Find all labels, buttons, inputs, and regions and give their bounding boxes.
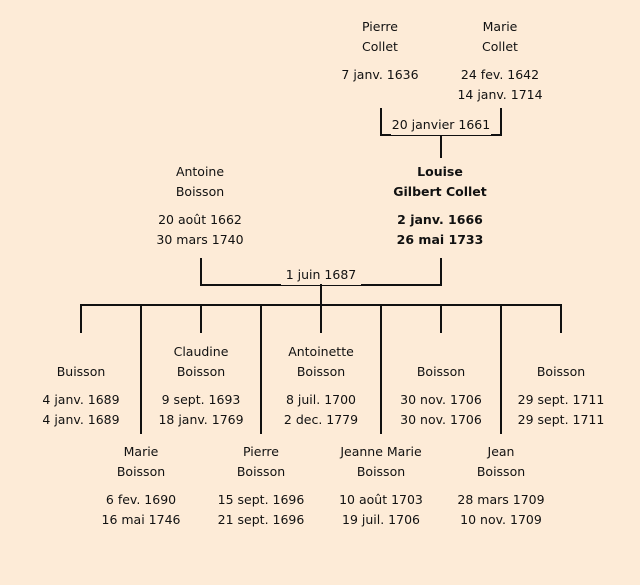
last-name: Boisson <box>476 464 526 479</box>
last-name: Boisson <box>416 364 466 379</box>
birth-date: 29 sept. 1711 <box>517 392 605 407</box>
death-date: 16 mai 1746 <box>101 512 181 527</box>
birth-date: 9 sept. 1693 <box>161 392 241 407</box>
last-name: Boisson <box>356 464 406 479</box>
first-name: Pierre <box>362 19 398 34</box>
birth-date: 6 fev. 1690 <box>105 492 177 507</box>
birth-date: 30 nov. 1706 <box>400 392 482 407</box>
person-louise-gilbert-collet[interactable]: Louise Gilbert Collet 2 janv. 1666 26 ma… <box>375 162 505 250</box>
last-name: Boisson <box>536 364 586 379</box>
parents-marriage-date: 1 juin 1687 <box>281 265 361 285</box>
last-name: Boisson <box>116 464 166 479</box>
death-date: 29 sept. 1711 <box>517 412 605 427</box>
death-date: 14 janv. 1714 <box>457 87 543 102</box>
first-name: Antoine <box>175 164 225 179</box>
death-date <box>315 85 445 105</box>
death-date: 19 juil. 1706 <box>342 512 420 527</box>
first-name <box>376 342 506 362</box>
death-date: 21 sept. 1696 <box>217 512 305 527</box>
birth-date: 2 janv. 1666 <box>397 212 483 227</box>
first-name: Pierre <box>243 444 279 459</box>
birth-date: 4 janv. 1689 <box>42 392 120 407</box>
birth-date: 7 janv. 1636 <box>341 67 419 82</box>
child-drop <box>320 304 322 333</box>
death-date: 30 mars 1740 <box>156 232 244 247</box>
last-name: Gilbert Collet <box>393 184 487 199</box>
connector-line <box>440 134 442 158</box>
first-name: Jean <box>487 444 515 459</box>
birth-date: 24 fev. 1642 <box>460 67 540 82</box>
birth-date: 10 août 1703 <box>339 492 423 507</box>
connector-line <box>380 108 382 136</box>
birth-date: 8 juil. 1700 <box>285 392 357 407</box>
first-name <box>16 342 146 362</box>
birth-date: 28 mars 1709 <box>457 492 545 507</box>
grandparents-marriage-date: 20 janvier 1661 <box>391 115 491 135</box>
last-name: Collet <box>482 39 518 54</box>
last-name: Boisson <box>175 184 225 199</box>
death-date: 26 mai 1733 <box>396 232 484 247</box>
person-antoine-boisson[interactable]: Antoine Boisson 20 août 1662 30 mars 174… <box>135 162 265 250</box>
person-pierre-collet[interactable]: Pierre Collet 7 janv. 1636 <box>315 17 445 105</box>
connector-line <box>320 284 322 306</box>
last-name: Buisson <box>56 364 106 379</box>
child-drop <box>80 304 82 333</box>
child-drop <box>380 304 382 434</box>
child-drop <box>200 304 202 333</box>
first-name: Marie <box>123 444 159 459</box>
death-date: 18 janv. 1769 <box>158 412 244 427</box>
first-name: Jeanne Marie <box>340 444 422 459</box>
child-drop <box>440 304 442 333</box>
person-child[interactable]: Buisson 4 janv. 1689 4 janv. 1689 <box>16 342 146 430</box>
child-drop <box>260 304 262 434</box>
last-name: Collet <box>362 39 398 54</box>
death-date: 10 nov. 1709 <box>460 512 542 527</box>
connector-line <box>200 258 202 286</box>
death-date: 2 dec. 1779 <box>283 412 359 427</box>
first-name: Claudine <box>173 344 229 359</box>
person-marie-collet[interactable]: Marie Collet 24 fev. 1642 14 janv. 1714 <box>435 17 565 105</box>
first-name <box>496 342 626 362</box>
first-name: Marie <box>482 19 518 34</box>
last-name: Boisson <box>176 364 226 379</box>
birth-date: 15 sept. 1696 <box>217 492 305 507</box>
connector-line <box>440 258 442 286</box>
child-drop <box>500 304 502 434</box>
first-name: Antoinette <box>288 344 354 359</box>
person-child[interactable]: Boisson 29 sept. 1711 29 sept. 1711 <box>496 342 626 430</box>
child-drop <box>140 304 142 434</box>
first-name: Louise <box>417 164 463 179</box>
last-name: Boisson <box>236 464 286 479</box>
last-name: Boisson <box>296 364 346 379</box>
person-child[interactable]: Boisson 30 nov. 1706 30 nov. 1706 <box>376 342 506 430</box>
death-date: 4 janv. 1689 <box>42 412 120 427</box>
birth-date: 20 août 1662 <box>158 212 242 227</box>
connector-line <box>500 108 502 136</box>
death-date: 30 nov. 1706 <box>400 412 482 427</box>
child-drop <box>560 304 562 333</box>
